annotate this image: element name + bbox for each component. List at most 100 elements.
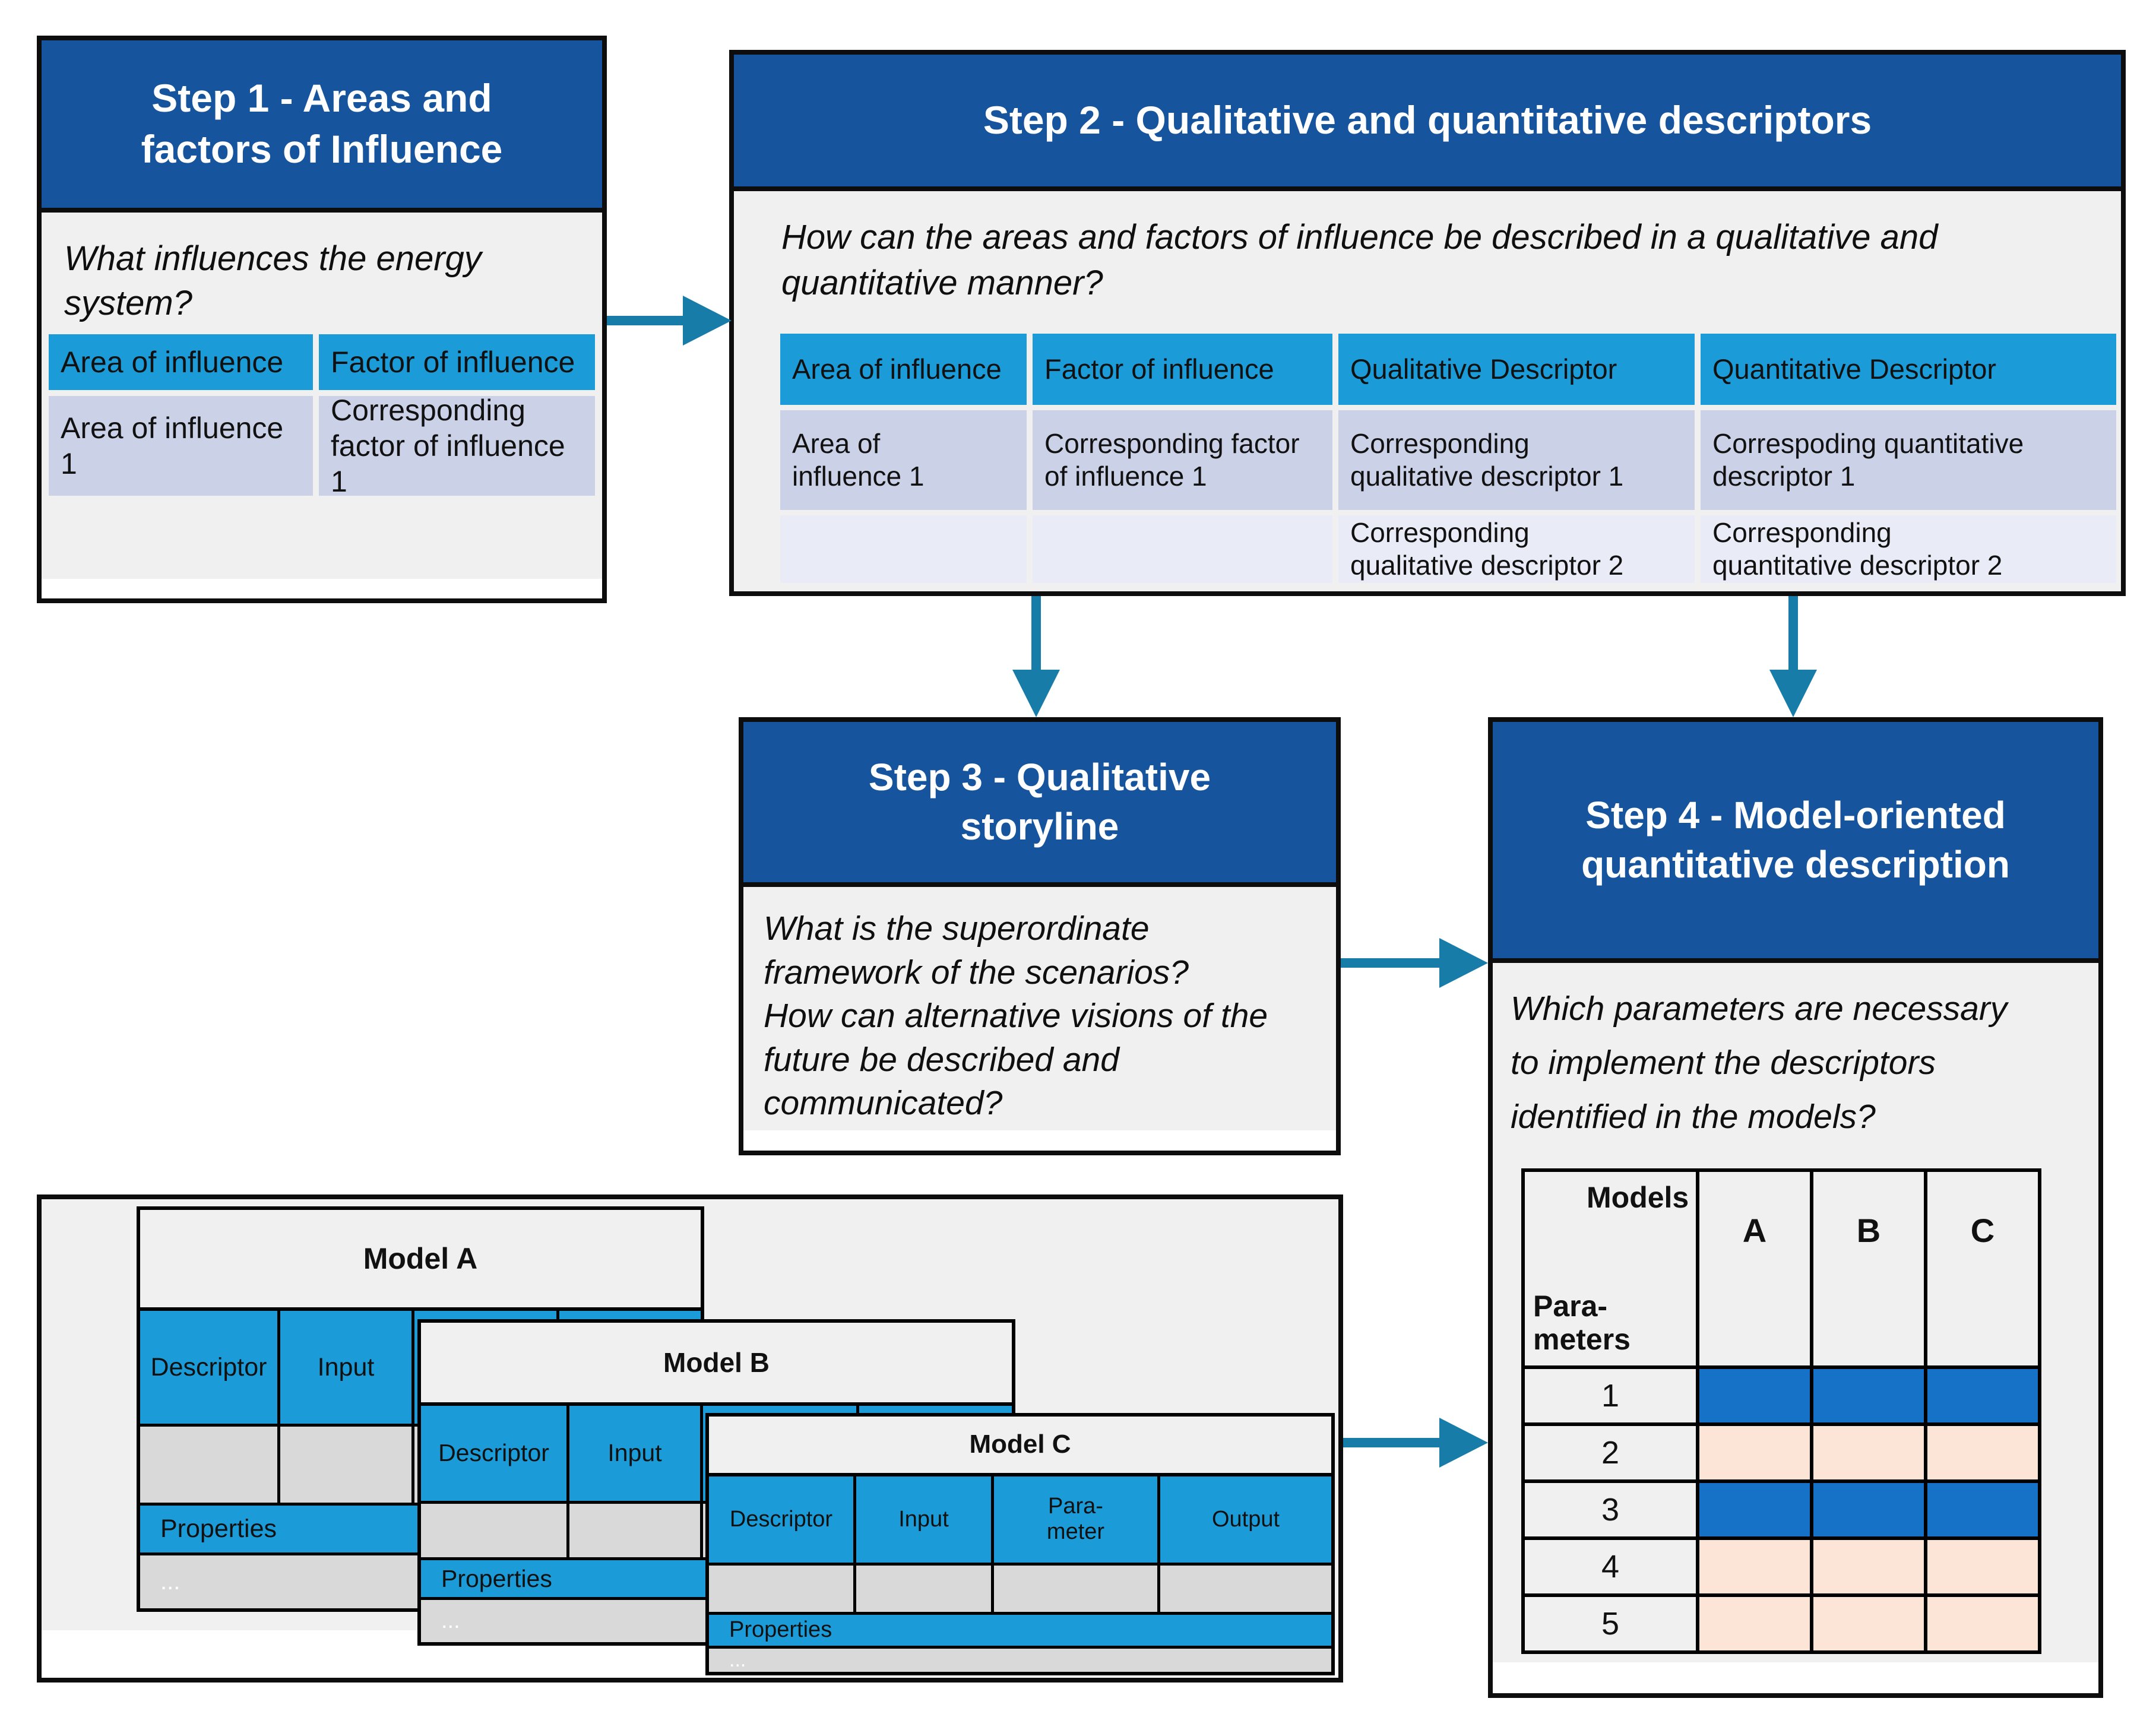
- step2-question: How can the areas and factors of influen…: [781, 218, 1938, 302]
- matrix-column-header-c: C: [1924, 1168, 2041, 1369]
- step1-question: What influences the energy system?: [64, 239, 482, 323]
- model-b-empty-cell: [569, 1504, 703, 1557]
- step1-table-header-cell: Factor of influence: [319, 334, 595, 390]
- step2-table-cell: Corresponding qualitative descriptor 1: [1338, 410, 1695, 510]
- matrix-cell-filled: [1696, 1365, 1813, 1426]
- model-b-empty-cell: [421, 1504, 569, 1557]
- step2-table-cell: Corresponding qualitative descriptor 2: [1338, 515, 1695, 583]
- model-c-descriptor-cell: Descriptor: [709, 1476, 856, 1563]
- step1-table-cell: Corresponding factor of influence 1: [319, 394, 595, 498]
- step2-table-cell: [1033, 515, 1332, 583]
- models-panel: Model A Descriptor Input Properties ... …: [37, 1194, 1343, 1683]
- matrix-column-header-a: A: [1696, 1168, 1813, 1369]
- arrow-down-icon: [1769, 670, 1817, 717]
- matrix-cell-empty: [1924, 1536, 2041, 1597]
- step1-table-row: Area of influence 1 Corresponding factor…: [49, 394, 595, 498]
- step4-title: Step 4 - Model-oriented quantitative des…: [1581, 793, 2010, 886]
- model-b-input-cell: Input: [569, 1406, 703, 1501]
- step3-bottom-strip: [743, 1130, 1336, 1151]
- step1-table-header-cell: Area of influence: [49, 334, 313, 390]
- step1-bottom-strip: [42, 579, 602, 598]
- matrix-cell-empty: [1696, 1536, 1813, 1597]
- step2-table-cell: [780, 515, 1027, 583]
- matrix-cell-empty: [1696, 1593, 1813, 1654]
- step1-table-header-row: Area of influence Factor of influence: [49, 334, 595, 390]
- step1-title: Step 1 - Areas and factors of Influence: [141, 76, 503, 171]
- model-a-input-cell: Input: [280, 1311, 414, 1424]
- model-c-empty-row: [709, 1565, 1331, 1615]
- matrix-corner-cell: Models Para- meters: [1521, 1168, 1699, 1369]
- matrix-cell-empty: [1924, 1422, 2041, 1483]
- model-a-descriptor-cell: Descriptor: [140, 1311, 280, 1424]
- model-a-empty-cell: [280, 1427, 414, 1503]
- matrix-cell-filled: [1810, 1479, 1927, 1540]
- model-c-empty-cell: [1160, 1565, 1331, 1612]
- step2-box: Step 2 - Qualitative and quantitative de…: [729, 50, 2126, 596]
- model-c-empty-cell: [994, 1565, 1160, 1612]
- matrix-row: 4: [1521, 1536, 2041, 1597]
- step2-table-header-cell: Qualitative Descriptor: [1338, 334, 1695, 405]
- step2-table-header-cell: Area of influence: [780, 334, 1027, 405]
- model-c-output-cell: Output: [1160, 1476, 1331, 1563]
- step2-table-cell: Area of influence 1: [780, 410, 1027, 510]
- step2-table-header-row: Area of influence Factor of influence Qu…: [780, 334, 2116, 405]
- step4-bottom-strip: [1493, 1662, 2098, 1693]
- step4-box: Step 4 - Model-oriented quantitative des…: [1488, 717, 2103, 1698]
- matrix-row: 2: [1521, 1422, 2041, 1483]
- model-c-title: Model C: [709, 1417, 1331, 1476]
- arrow-shaft: [1788, 596, 1798, 671]
- model-c-parameter-cell: Para- meter: [994, 1476, 1160, 1563]
- matrix-row-label: 5: [1521, 1593, 1699, 1654]
- matrix-row-label: 2: [1521, 1422, 1699, 1483]
- model-a-title: Model A: [140, 1210, 701, 1311]
- step2-table-cell: Corresponding factor of influence 1: [1033, 410, 1332, 510]
- matrix-corner-parameters-label: Para- meters: [1533, 1289, 1631, 1356]
- matrix-header-row: Models Para- meters A B C: [1521, 1168, 2041, 1369]
- step2-table-cell: Corresponding quantitative descriptor 2: [1701, 515, 2116, 583]
- arrow-shaft: [1343, 1438, 1441, 1447]
- matrix-cell-empty: [1924, 1593, 2041, 1654]
- matrix-cell-filled: [1810, 1365, 1927, 1426]
- matrix-cell-filled: [1924, 1479, 2041, 1540]
- step4-question: Which parameters are necessary to implem…: [1511, 990, 2008, 1136]
- model-c-input-cell: Input: [856, 1476, 994, 1563]
- model-c-column-header-row: Descriptor Input Para- meter Output: [709, 1476, 1331, 1566]
- step2-table-cell: Correspoding quantitative descriptor 1: [1701, 410, 2116, 510]
- matrix-cell-filled: [1696, 1479, 1813, 1540]
- arrow-shaft: [1031, 596, 1041, 671]
- model-b-title: Model B: [421, 1323, 1012, 1406]
- matrix-row-label: 4: [1521, 1536, 1699, 1597]
- arrow-right-icon: [1439, 938, 1488, 988]
- matrix-cell-empty: [1810, 1422, 1927, 1483]
- matrix-cell-empty: [1810, 1536, 1927, 1597]
- step2-table: Area of influence Factor of influence Qu…: [780, 334, 2116, 588]
- models-parameters-matrix: Models Para- meters A B C 1 2: [1521, 1168, 2041, 1654]
- arrow-right-icon: [683, 296, 732, 346]
- step2-title: Step 2 - Qualitative and quantitative de…: [983, 98, 1872, 142]
- model-b-descriptor-cell: Descriptor: [421, 1406, 569, 1501]
- model-c-empty-cell: [856, 1565, 994, 1612]
- step3-header: Step 3 - Qualitative storyline: [743, 722, 1336, 887]
- step3-question: What is the superordinate framework of t…: [764, 910, 1268, 1123]
- arrow-right-icon: [1439, 1418, 1488, 1468]
- step2-table-row-1: Area of influence 1 Corresponding factor…: [780, 410, 2116, 510]
- step2-table-header-cell: Factor of influence: [1033, 334, 1332, 405]
- matrix-row: 3: [1521, 1479, 2041, 1540]
- step3-title: Step 3 - Qualitative storyline: [868, 755, 1211, 848]
- model-c-empty-cell: [709, 1565, 856, 1612]
- matrix-cell-filled: [1924, 1365, 2041, 1426]
- step1-table-cell: Area of influence 1: [49, 396, 313, 496]
- model-c-card: Model C Descriptor Input Para- meter Out…: [705, 1413, 1335, 1675]
- matrix-column-header-b: B: [1810, 1168, 1927, 1369]
- matrix-corner-models-label: Models: [1587, 1181, 1689, 1214]
- model-a-empty-cell: [140, 1427, 280, 1503]
- step2-table-row-2: Corresponding qualitative descriptor 2 C…: [780, 515, 2116, 583]
- matrix-cell-empty: [1696, 1422, 1813, 1483]
- step2-header: Step 2 - Qualitative and quantitative de…: [734, 55, 2121, 191]
- matrix-row-label: 3: [1521, 1479, 1699, 1540]
- arrow-shaft: [1341, 958, 1441, 968]
- step1-box: Step 1 - Areas and factors of Influence …: [37, 36, 607, 603]
- step4-header: Step 4 - Model-oriented quantitative des…: [1493, 722, 2098, 963]
- arrow-shaft: [607, 316, 684, 325]
- step3-box: Step 3 - Qualitative storyline What is t…: [739, 717, 1341, 1155]
